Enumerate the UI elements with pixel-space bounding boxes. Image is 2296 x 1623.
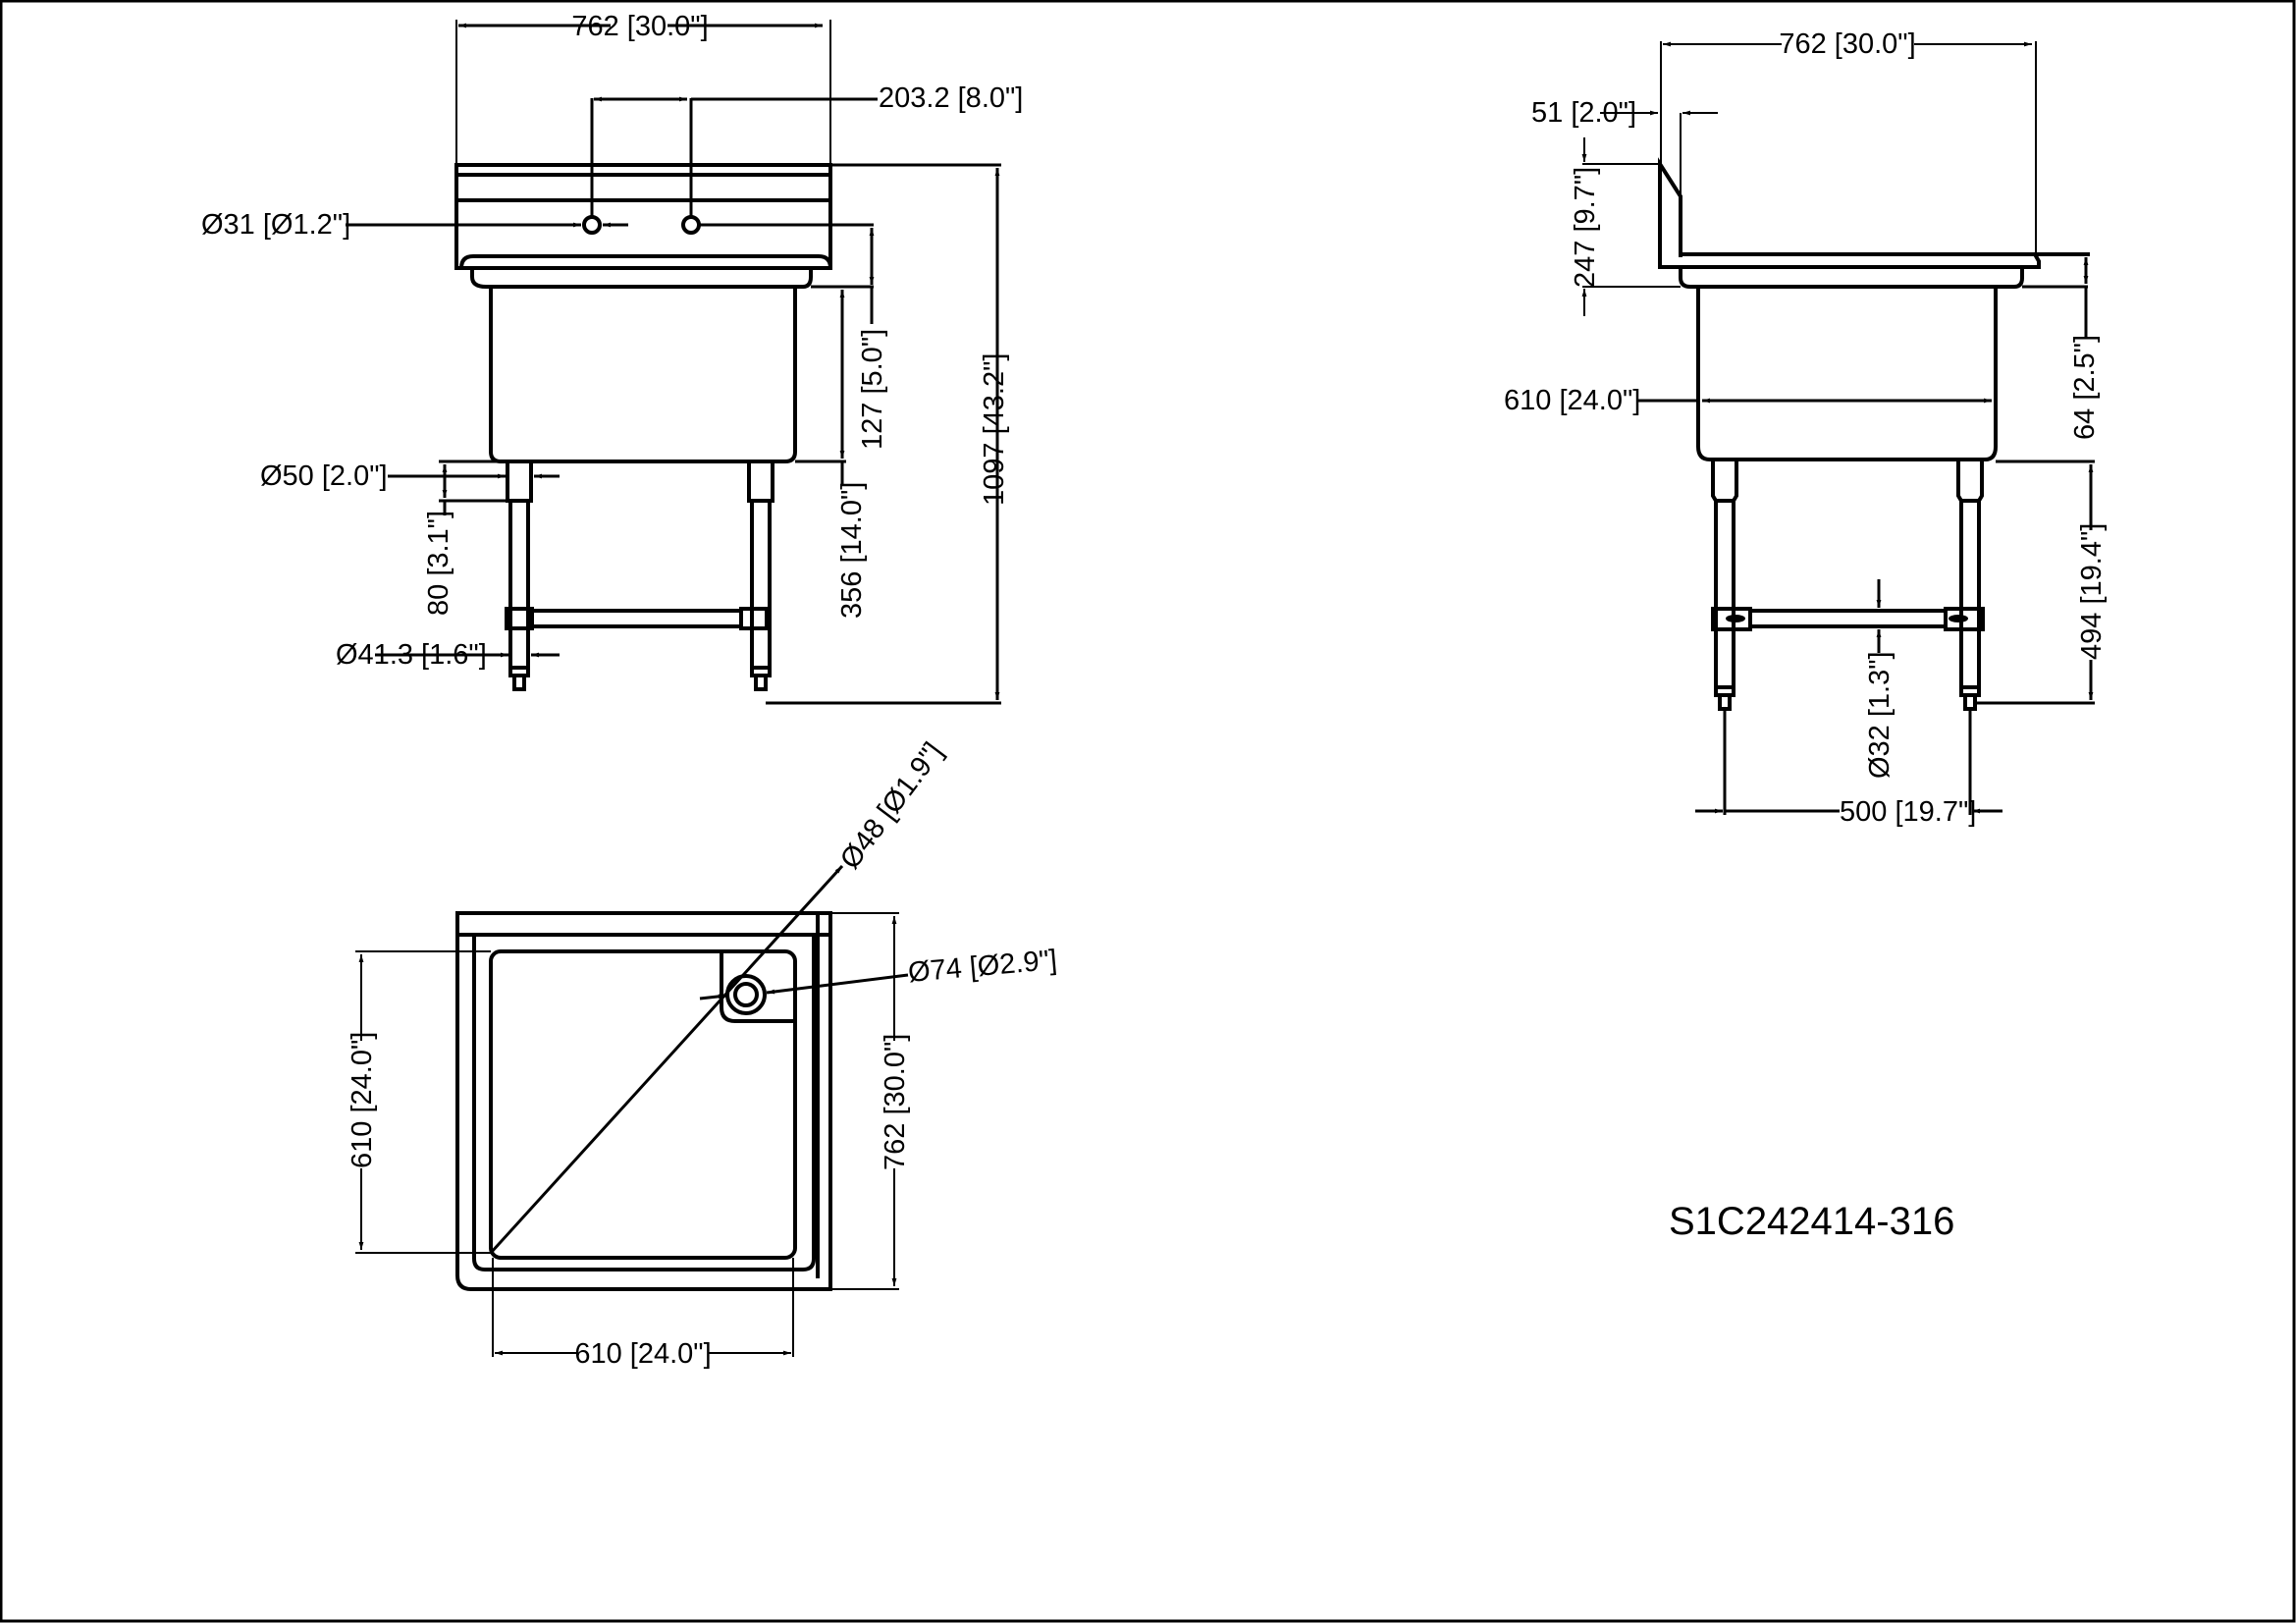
front-backsplash [454, 163, 832, 270]
side-view: 762 [30.0"] 51 [2.0"] 247 [9.7"] 610 [24… [1504, 28, 2108, 828]
dim-splash-setback: 51 [2.0"] [1531, 97, 1636, 129]
side-bowl [1696, 285, 1998, 461]
dim-drain-outer-diameter: Ø48 [Ø1.9"] [834, 736, 949, 875]
front-leg-left [506, 460, 533, 691]
dim-leg-sleeve-height: 80 [3.1"] [423, 511, 454, 616]
plan-rim [472, 933, 816, 1271]
dim-plan-bowl-length: 610 [24.0"] [347, 1032, 378, 1168]
dim-overall-height: 1097 [43.2"] [979, 353, 1010, 506]
dim-side-bowl-width: 610 [24.0"] [1504, 385, 1640, 416]
front-bowl [489, 285, 797, 463]
dim-crossbar-diameter: Ø32 [1.3"] [1864, 651, 1896, 779]
side-backsplash [1658, 157, 1682, 267]
front-rim-lip [458, 254, 833, 271]
drain-outlet [733, 982, 759, 1007]
side-leg-left [1711, 458, 1738, 711]
dim-leg-spacing: 500 [19.7"] [1840, 796, 1976, 828]
dim-leg-diameter: Ø41.3 [1.6"] [336, 639, 487, 671]
dim-leg-sleeve-diameter: Ø50 [2.0"] [260, 460, 388, 492]
dim-plan-overall-length: 762 [30.0"] [880, 1034, 911, 1170]
model-number: S1C242414-316 [1669, 1200, 1954, 1243]
faucet-hole-right [681, 215, 701, 235]
drain-flange [725, 974, 767, 1015]
plan-outer-deck [455, 911, 832, 1291]
faucet-hole-left [582, 215, 602, 235]
front-crossbar [505, 607, 769, 630]
front-view: 762 [30.0"] 203.2 [8.0"] Ø31 [Ø1.2"] 127… [201, 11, 1023, 705]
dim-faucet-hole-diameter: Ø31 [Ø1.2"] [201, 209, 350, 241]
front-leg-right [747, 460, 774, 691]
dim-front-overall-width: 762 [30.0"] [571, 11, 708, 42]
dim-leg-height: 494 [19.4"] [2076, 523, 2108, 660]
plan-bowl [489, 949, 797, 1260]
side-crossbar [1711, 607, 1985, 631]
plan-view: Ø48 [Ø1.9"] Ø74 [Ø2.9"] 610 [24.0"] 762 … [347, 736, 1058, 1370]
dim-faucet-spacing: 203.2 [8.0"] [879, 82, 1023, 114]
dim-side-overall-depth: 762 [30.0"] [1779, 28, 1915, 60]
dim-rim-height: 64 [2.5"] [2069, 335, 2101, 440]
dim-splash-height: 247 [9.7"] [1570, 167, 1601, 288]
side-deck [1658, 251, 2041, 269]
dim-bowl-depth: 356 [14.0"] [836, 482, 868, 619]
dim-plan-bowl-width: 610 [24.0"] [574, 1338, 711, 1370]
side-leg-right [1956, 458, 1984, 711]
dim-drain-flange-diameter: Ø74 [Ø2.9"] [907, 945, 1058, 989]
dim-splash-to-rim: 127 [5.0"] [857, 329, 888, 450]
